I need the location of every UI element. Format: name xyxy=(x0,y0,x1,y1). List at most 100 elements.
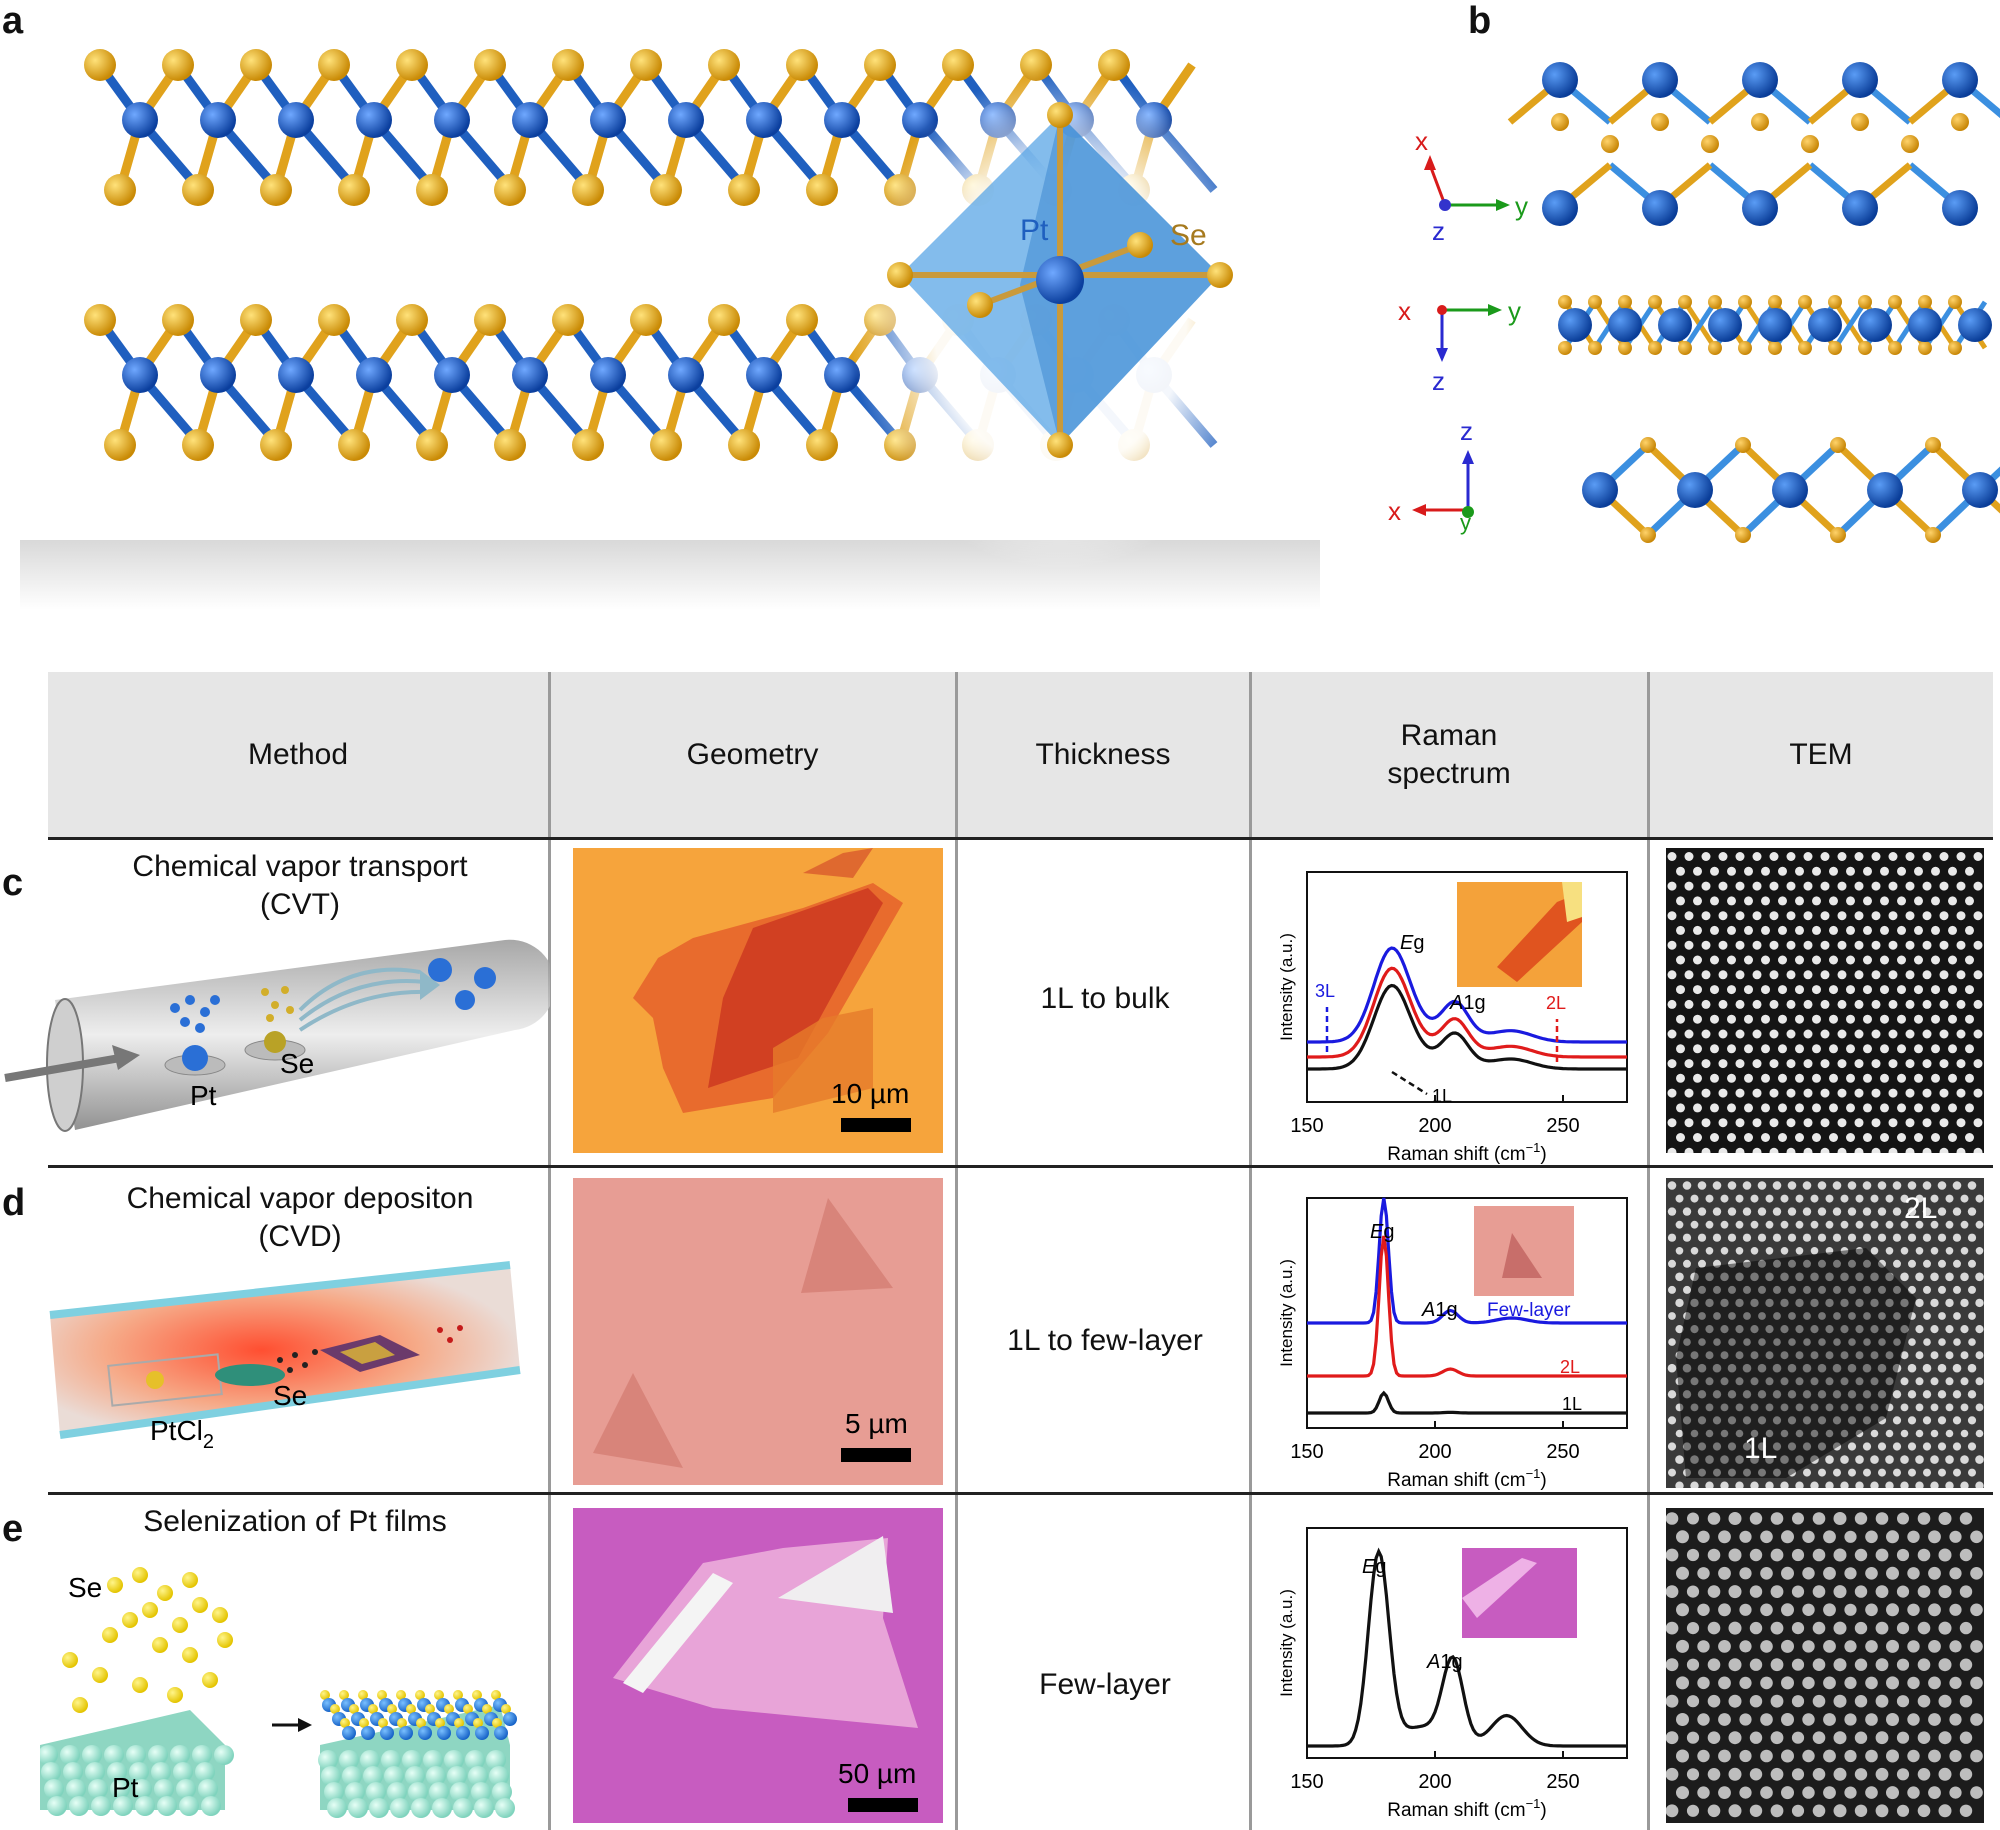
header-method: Method xyxy=(247,737,349,771)
lattice-spot xyxy=(1837,999,1847,1009)
pt-atom xyxy=(157,1796,177,1816)
lattice-spot xyxy=(1863,1103,1872,1113)
lattice-spot xyxy=(1750,1351,1759,1360)
pt-atom xyxy=(390,1798,410,1818)
pt-atom xyxy=(173,1762,193,1782)
tem-1l-label: 1L xyxy=(1744,1432,1777,1465)
x-tick-label: 150 xyxy=(1290,1771,1323,1793)
lattice-spot xyxy=(1848,1259,1856,1268)
lattice-spot xyxy=(1900,1220,1909,1229)
lattice-spot xyxy=(1690,1481,1699,1488)
x-tick-label: 250 xyxy=(1546,1441,1579,1463)
lattice-spot xyxy=(1975,1351,1984,1360)
lattice-spot xyxy=(1701,1088,1711,1098)
lattice-spot xyxy=(1720,1272,1729,1282)
lattice-spot xyxy=(1742,1363,1752,1373)
lattice-spot xyxy=(1795,1073,1804,1083)
lattice-spot xyxy=(1765,1247,1774,1255)
lattice-spot xyxy=(1871,1029,1881,1039)
lattice-spot xyxy=(1833,1512,1847,1525)
lattice-spot xyxy=(1667,1181,1677,1190)
lattice-spot xyxy=(1854,1029,1864,1039)
lattice-spot xyxy=(1718,1603,1731,1617)
lattice-spot xyxy=(1772,1442,1782,1451)
lattice-spot xyxy=(1780,1377,1789,1386)
lattice-spot xyxy=(1855,1429,1864,1438)
axis-label: y xyxy=(1508,296,1521,326)
cvt-thickness: 1L to bulk xyxy=(1040,982,1170,1015)
lattice-spot xyxy=(1829,1103,1838,1113)
lattice-spot xyxy=(1965,866,1974,876)
se-atom xyxy=(167,1687,183,1703)
lattice-spot xyxy=(1862,1390,1872,1399)
lattice-spot xyxy=(1967,1390,1977,1399)
lattice-spot xyxy=(1676,1603,1689,1617)
lattice-spot xyxy=(1878,1259,1886,1268)
lattice-spot xyxy=(1727,1363,1737,1373)
pt-atom xyxy=(381,1750,401,1770)
lattice-spot xyxy=(1871,852,1881,861)
lattice-spot xyxy=(1863,1044,1872,1054)
lattice-spot xyxy=(1833,1259,1841,1268)
pt-atom xyxy=(327,1798,347,1818)
pt-atom xyxy=(411,1798,431,1818)
pt-atom xyxy=(63,1762,83,1782)
lattice-spot xyxy=(1829,985,1838,995)
lattice-spot xyxy=(1973,999,1983,1009)
pt-atom xyxy=(475,1726,489,1740)
lattice-spot xyxy=(1886,1786,1899,1800)
lattice-spot xyxy=(1817,1442,1827,1451)
lattice-spot xyxy=(1758,1259,1766,1268)
lattice-spot xyxy=(1905,1029,1915,1039)
lattice-spot xyxy=(1773,1259,1781,1268)
lattice-spot xyxy=(1728,1767,1742,1781)
lattice-spot xyxy=(1970,1567,1983,1580)
lattice-spot xyxy=(1786,1147,1796,1153)
se-atom xyxy=(786,304,818,336)
lattice-spot xyxy=(1761,1073,1770,1083)
lattice-spot xyxy=(1863,1133,1872,1142)
lattice-spot xyxy=(1728,1731,1742,1745)
lattice-spot xyxy=(1877,1207,1887,1216)
se-atom xyxy=(260,429,292,461)
lattice-spot xyxy=(1848,1338,1856,1346)
lattice-spot xyxy=(1684,970,1694,980)
lattice-spot xyxy=(1718,1118,1728,1128)
lattice-spot xyxy=(1712,1416,1722,1425)
panel-label-d: d xyxy=(2,1182,26,1224)
lattice-spot xyxy=(1948,925,1957,935)
lattice-spot xyxy=(1720,1247,1729,1255)
lattice-spot xyxy=(1871,940,1881,950)
lattice-spot xyxy=(1967,1416,1977,1425)
lattice-spot xyxy=(1693,1014,1702,1024)
lattice-spot xyxy=(1908,1468,1916,1477)
lattice-spot xyxy=(1855,1194,1864,1203)
lattice-spot xyxy=(1844,1749,1857,1763)
lattice-spot xyxy=(1749,1695,1763,1708)
peak-label: Eg xyxy=(1362,1556,1386,1578)
lattice-spot xyxy=(1710,866,1719,876)
lattice-spot xyxy=(1728,1548,1742,1562)
lattice-spot xyxy=(1686,1658,1700,1671)
lattice-spot xyxy=(1705,1481,1714,1488)
lattice-spot xyxy=(1803,940,1813,950)
lattice-spot xyxy=(1718,999,1728,1009)
se-atom xyxy=(377,1690,387,1700)
lattice-spot xyxy=(1803,1285,1811,1294)
lattice-spot xyxy=(1781,1566,1794,1580)
lattice-spot xyxy=(1810,1455,1819,1464)
lattice-spot xyxy=(1739,1713,1752,1726)
lattice-spot xyxy=(1886,1749,1899,1763)
lattice-spot xyxy=(1770,1694,1784,1708)
lattice-spot xyxy=(1965,925,1974,935)
lattice-spot xyxy=(1896,1804,1910,1817)
lattice-spot xyxy=(1769,970,1779,980)
lattice-spot xyxy=(1705,1298,1714,1308)
lattice-spot xyxy=(1937,1390,1947,1399)
lattice-spot xyxy=(1863,1014,1872,1024)
peak-symbol: A xyxy=(1421,1299,1435,1321)
selenization-illustration: Se Pt xyxy=(40,1567,517,1818)
lattice-spot xyxy=(1795,1298,1804,1308)
plot-frame xyxy=(1306,871,1628,1103)
